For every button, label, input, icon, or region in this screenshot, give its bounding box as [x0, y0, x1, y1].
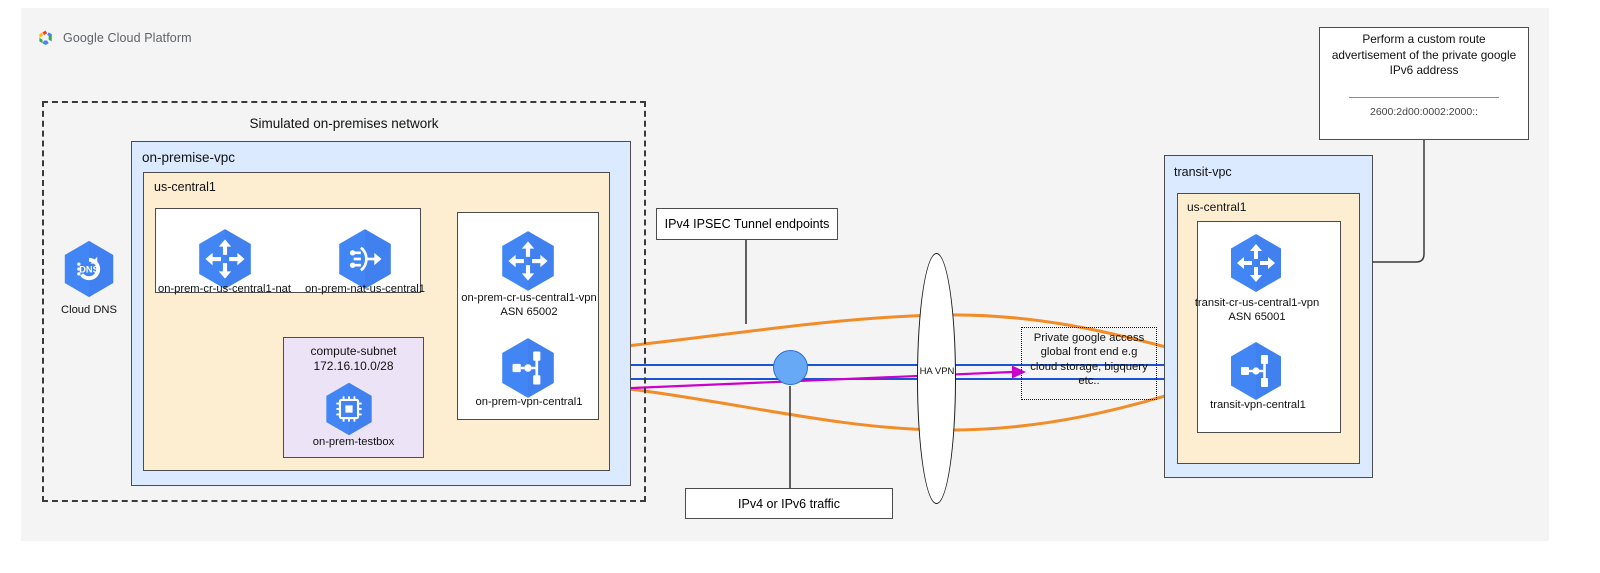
cloud-router-icon [1224, 231, 1288, 295]
transit-vpn-gateway-label: transit-vpn-central1 [1210, 399, 1306, 411]
vpn-gateway-icon [1224, 339, 1288, 403]
private-google-access-box [1021, 327, 1157, 400]
gcp-wordmark: Google Cloud Platform [63, 31, 192, 45]
brand-platform: Platform [144, 30, 192, 45]
custom-route-text: Perform a custom route advertisement of … [1331, 32, 1517, 78]
vpn-gateway-icon [495, 335, 561, 401]
tunnel-endpoint-dot [773, 350, 808, 385]
cloud-dns-label: Cloud DNS [61, 304, 117, 316]
custom-route-address: 2600:2d00:0002:2000:: [1369, 106, 1479, 118]
traffic-callout: IPv4 or IPv6 traffic [685, 488, 893, 519]
gcp-branding: Google Cloud Platform [36, 28, 192, 47]
onprem-vpc-title: on-premise-vpc [142, 150, 236, 165]
compute-subnet-name: compute-subnet [310, 344, 397, 358]
onprem-vpn-router-asn: ASN 65002 [500, 306, 558, 318]
custom-route-callout [1319, 27, 1529, 140]
cloud-router-icon [495, 228, 561, 294]
simulated-onprem-boundary [42, 101, 646, 502]
onprem-vpn-gateway-label: on-prem-vpn-central1 [475, 396, 583, 408]
compute-subnet-cidr: 172.16.10.0/28 [313, 359, 394, 374]
transit-vpn-router-label: transit-cr-us-central1-vpn [1194, 297, 1320, 309]
brand-cloud: Cloud [107, 30, 141, 45]
svg-text:DNS: DNS [79, 264, 98, 274]
private-google-access-text: Private google access global front end e… [1030, 332, 1148, 388]
onprem-router-nat-label: on-prem-cr-us-central1-nat [157, 283, 292, 295]
private-access-arrowhead [1012, 365, 1026, 379]
google-cloud-logo-icon [36, 28, 55, 47]
custom-route-connector [1290, 140, 1425, 263]
ipsec-endpoints-callout: IPv4 IPSEC Tunnel endpoints [656, 208, 838, 240]
ipsec-endpoints-text: IPv4 IPSEC Tunnel endpoints [664, 217, 830, 231]
cloud-router-icon [192, 226, 258, 292]
cloud-nat-icon [332, 226, 398, 292]
onprem-region-title: us-central1 [154, 180, 216, 194]
traffic-callout-text: IPv4 or IPv6 traffic [738, 496, 840, 511]
ha-vpn-label: HA VPN [919, 366, 955, 377]
ha-vpn-ellipse [917, 253, 956, 504]
onprem-vpn-router-label: on-prem-cr-us-central1-vpn [461, 292, 597, 304]
transit-vpn-router-asn: ASN 65001 [1228, 311, 1286, 323]
custom-route-divider [1349, 97, 1499, 98]
brand-google: Google [63, 30, 104, 45]
simulated-onprem-title: Simulated on-premises network [249, 116, 439, 131]
onprem-testbox-label: on-prem-testbox [312, 436, 395, 448]
onprem-nat-label: on-prem-nat-us-central1 [304, 283, 425, 295]
cloud-dns-icon: DNS [58, 238, 120, 300]
transit-region-title: us-central1 [1187, 200, 1247, 214]
transit-vpc-title: transit-vpc [1174, 165, 1232, 179]
compute-vm-icon [320, 380, 378, 438]
